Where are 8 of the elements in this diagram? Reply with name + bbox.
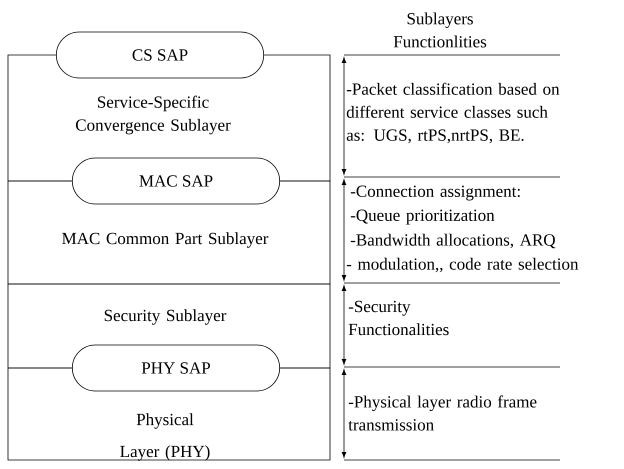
function-text: -Queue prioritization	[350, 210, 494, 224]
function-text: -Packet classification based on different service classes such as: UGS, rtPS,nrtPS, BE.	[346, 82, 560, 144]
function-text: -Connection assignment:	[350, 186, 520, 200]
function-text: - modulation,, code rate selection	[346, 258, 578, 272]
function-text: -Bandwidth allocations, ARQ	[350, 234, 556, 248]
function-text: -Physical layer radio frame transmission	[348, 395, 536, 431]
function-text: -Security Functionalities	[348, 300, 449, 336]
column-heading: Sublayers Functionlities	[394, 12, 486, 48]
